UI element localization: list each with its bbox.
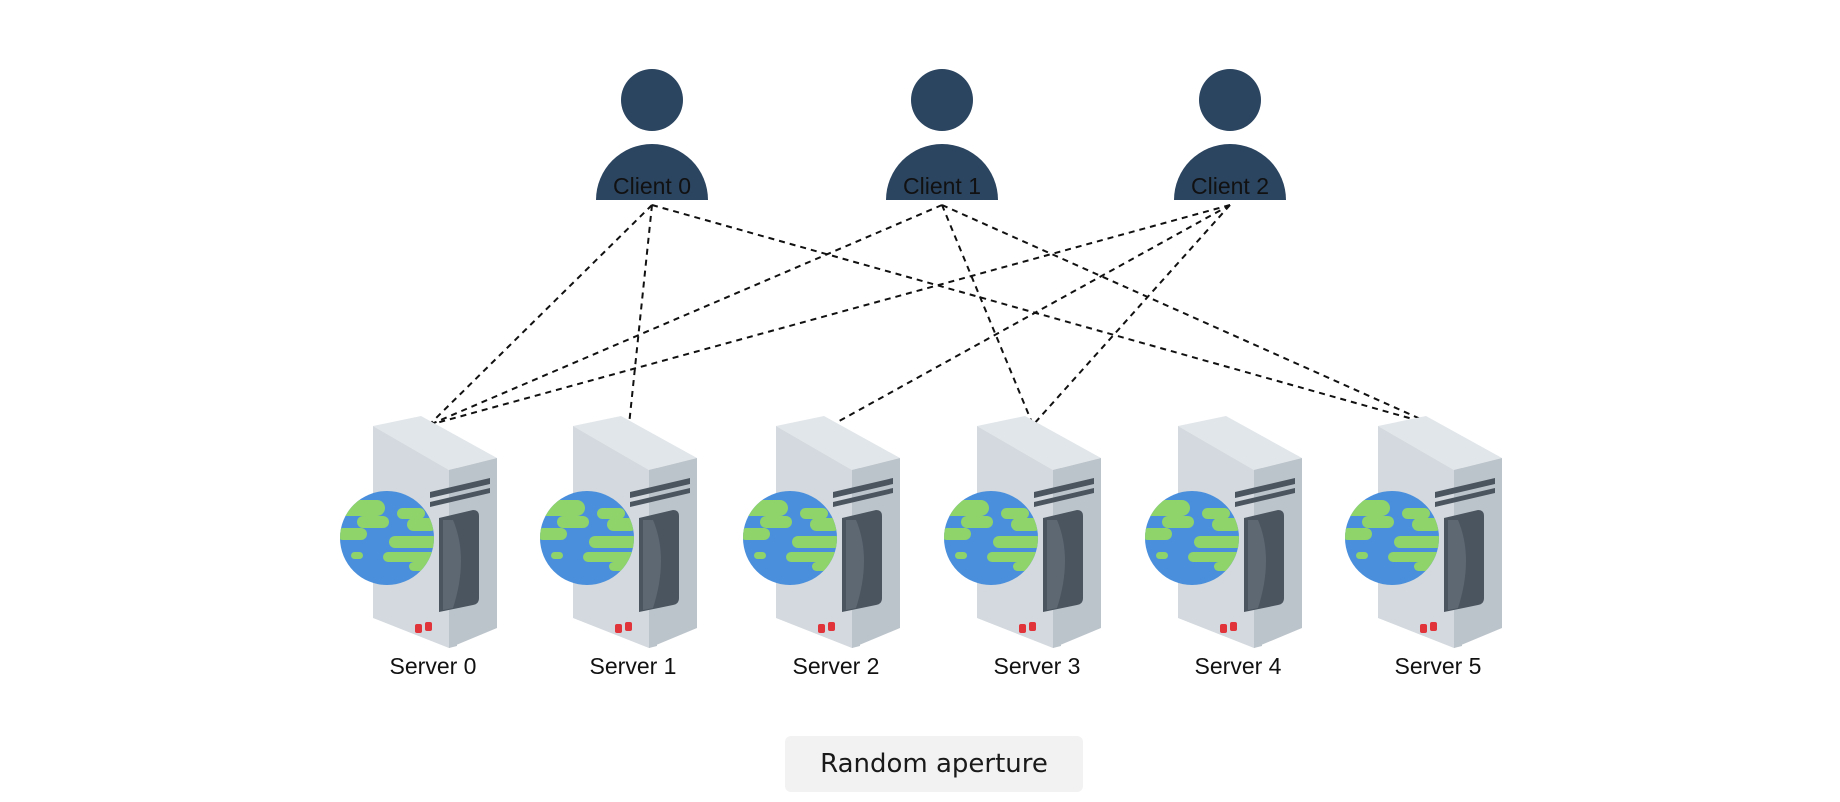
connection-client-0-server-0 [428,204,653,426]
caption-text: Random aperture [820,749,1048,779]
server-globe-icon [537,416,697,648]
server-label: Server 0 [390,653,477,679]
client-label: Client 1 [903,173,981,199]
connection-client-2-server-2 [831,204,1231,426]
connection-client-1-server-5 [941,204,1435,426]
connection-client-0-server-5 [651,204,1435,426]
server-label: Server 3 [994,653,1081,679]
connections [428,204,1435,426]
client-node-1: Client 1 [886,69,998,200]
server-globe-icon [337,416,497,648]
client-label: Client 2 [1191,173,1269,199]
server-node-4: Server 4 [1142,416,1302,679]
server-label: Server 2 [793,653,880,679]
server-globe-icon [1342,416,1502,648]
server-node-1: Server 1 [537,416,697,679]
server-label: Server 1 [590,653,677,679]
client-label: Client 0 [613,173,691,199]
connection-client-2-server-0 [428,204,1231,426]
server-globe-icon [941,416,1101,648]
connection-client-1-server-3 [941,204,1034,426]
servers: Server 0 Server 1 Server 2 Server 3 Server 4… [337,416,1502,679]
connection-client-0-server-1 [628,204,653,426]
server-label: Server 5 [1395,653,1482,679]
server-node-5: Server 5 [1342,416,1502,679]
connection-client-2-server-3 [1032,204,1231,426]
server-label: Server 4 [1195,653,1282,679]
server-globe-icon [740,416,900,648]
caption-box: Random aperture [785,736,1083,792]
client-node-2: Client 2 [1174,69,1286,200]
client-node-0: Client 0 [596,69,708,200]
server-node-2: Server 2 [740,416,900,679]
server-globe-icon [1142,416,1302,648]
server-node-3: Server 3 [941,416,1101,679]
server-node-0: Server 0 [337,416,497,679]
connection-client-1-server-0 [428,204,943,426]
clients: Client 0 Client 1 Client 2 [596,69,1286,200]
